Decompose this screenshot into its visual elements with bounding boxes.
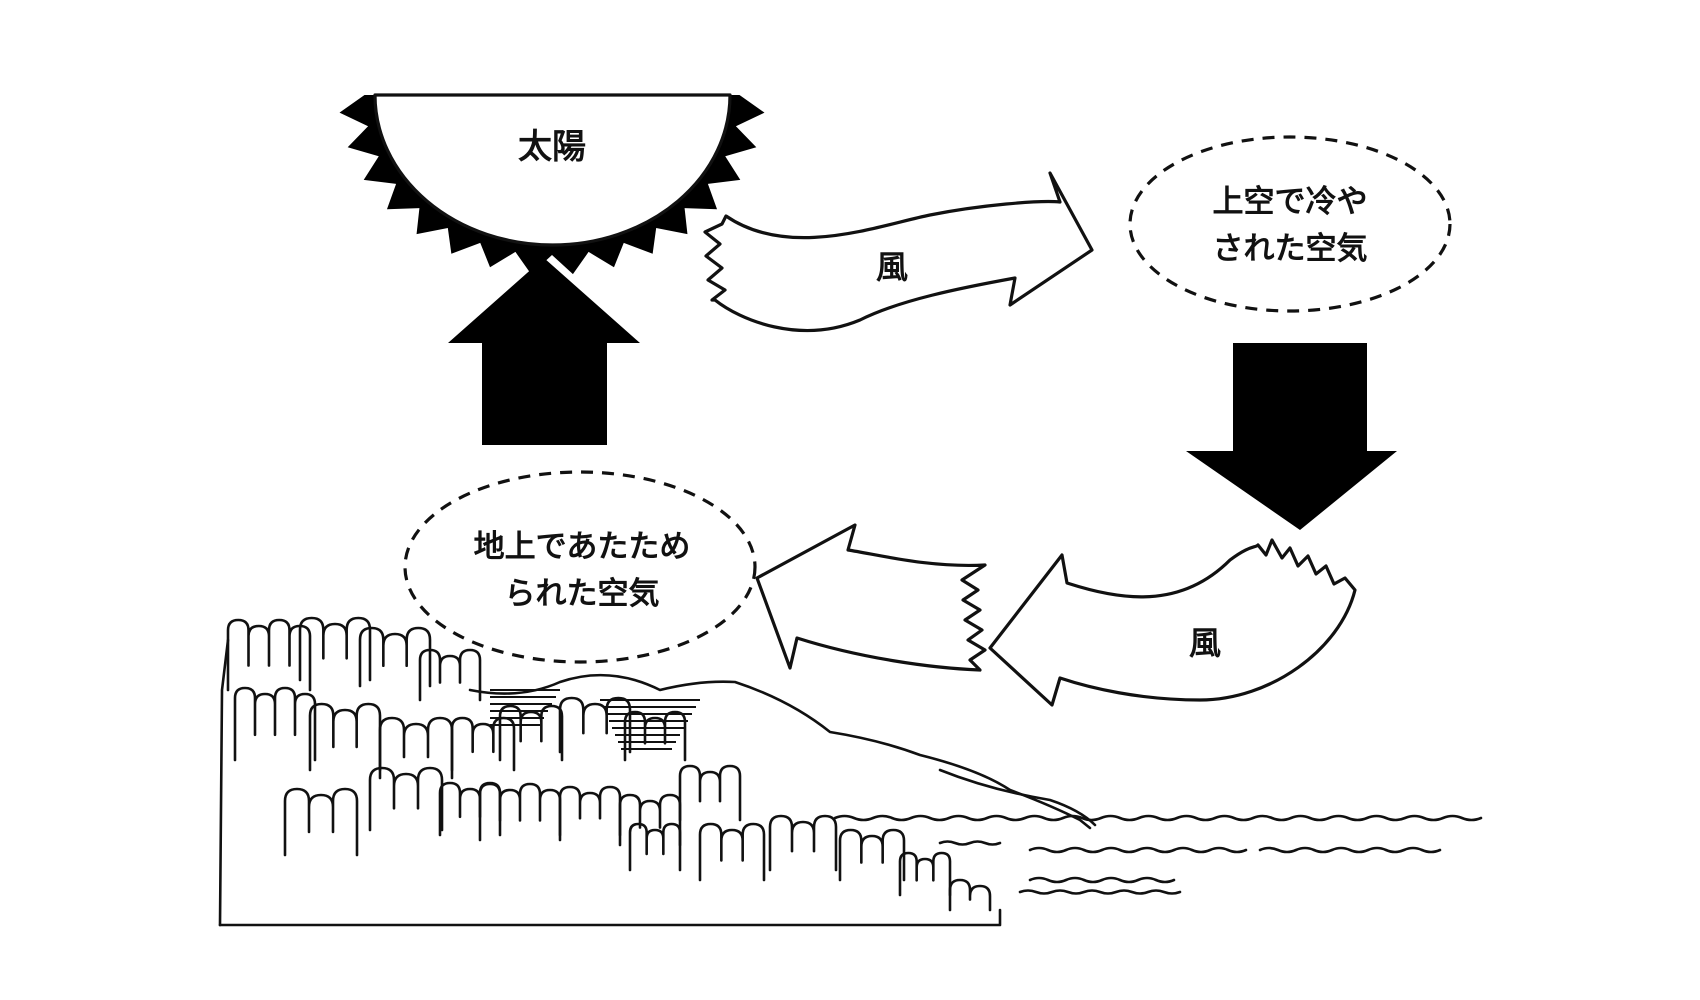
wind-arrow-left	[755, 523, 987, 672]
rising-air-arrow	[448, 258, 640, 445]
coastline	[218, 638, 1092, 927]
tree-cluster	[378, 716, 454, 780]
wind-arrow-bottom: 風	[988, 538, 1357, 707]
sea-waves	[833, 814, 1483, 895]
wind-arrow-top: 風	[703, 171, 1094, 333]
cooled-air-outline	[1128, 135, 1452, 313]
cooled-air-bubble: 上空で冷や された空気	[1128, 135, 1452, 313]
wind-bottom-label: 風	[1189, 624, 1221, 662]
tree-cluster	[368, 766, 444, 832]
wave-line	[1028, 876, 1176, 884]
wave-line	[833, 814, 1483, 822]
tree-cluster	[438, 781, 502, 837]
tree-cluster	[558, 785, 622, 837]
warmed-air-bubble: 地上であたため られた空気	[403, 470, 757, 664]
sinking-air-arrow	[1186, 343, 1397, 530]
tree-cluster	[418, 648, 482, 702]
tree-cluster	[838, 828, 906, 882]
tree-cluster	[358, 626, 432, 688]
tree-cluster	[678, 764, 742, 822]
warmed-air-line2: られた空気	[505, 576, 660, 612]
shore-line	[938, 768, 1097, 827]
forest	[226, 616, 992, 912]
warmed-air-outline	[403, 470, 757, 664]
wave-line	[1028, 846, 1248, 854]
sun-label: 太陽	[518, 127, 586, 167]
cooled-air-line1: 上空で冷や	[1213, 184, 1368, 220]
ground-baseline	[218, 908, 1002, 927]
wave-line	[1258, 846, 1442, 854]
tree-cluster	[768, 814, 838, 872]
tree-cluster	[298, 616, 372, 682]
wave-line	[938, 840, 1002, 846]
tree-cluster	[618, 793, 682, 847]
tree-cluster	[628, 822, 682, 872]
tree-cluster	[478, 782, 562, 842]
wave-line	[1018, 889, 1182, 895]
tree-cluster	[698, 822, 766, 882]
tree-cluster	[498, 704, 564, 762]
tree-cluster	[898, 851, 952, 897]
tree-cluster	[558, 696, 632, 754]
tree-cluster	[226, 618, 312, 692]
tree-cluster	[283, 787, 359, 857]
sea	[833, 814, 1483, 895]
tree-cluster	[233, 686, 317, 762]
warmed-air-line1: 地上であたため	[474, 529, 691, 565]
sun: 太陽	[339, 93, 765, 275]
tree-cluster	[948, 878, 992, 912]
tree-cluster	[623, 710, 687, 762]
land	[218, 616, 1097, 927]
wind-top-label: 風	[876, 248, 908, 286]
tree-cluster	[450, 716, 516, 772]
sun-disk	[373, 93, 732, 247]
cooled-air-line2: された空気	[1213, 231, 1368, 267]
tree-cluster	[308, 702, 382, 772]
